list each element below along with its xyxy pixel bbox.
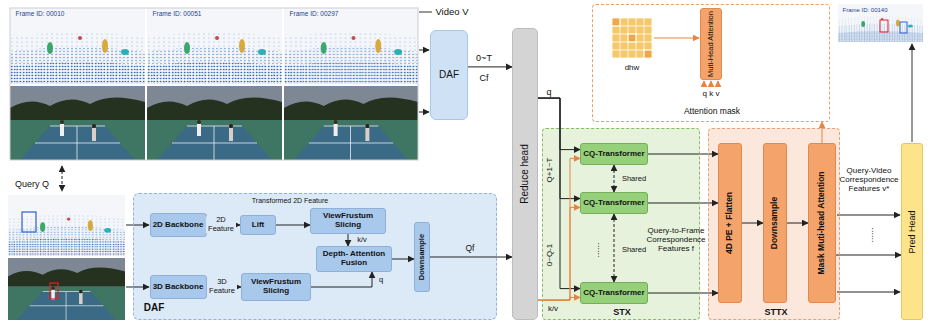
node-text: ViewFrustum Slicing	[311, 212, 385, 230]
connector	[538, 98, 580, 150]
ellipsis: ......	[865, 227, 875, 242]
node-text: DAF	[144, 302, 165, 313]
process-box: ViewFrustum Slicing	[241, 273, 311, 301]
process-box: 2D Backbone	[150, 213, 207, 237]
edge-label: q	[546, 87, 551, 97]
connector	[276, 225, 310, 226]
node-text: CQ-Transformer	[583, 150, 644, 159]
connector	[538, 207, 580, 300]
node-text: Pred Head	[907, 210, 917, 253]
node-text: Reduce head	[519, 144, 530, 204]
edge-label: 3D Feature	[207, 278, 237, 295]
module-group: DAF2D BackboneLiftViewFrustum Slicing3D …	[133, 193, 497, 320]
edge-label: 2D Feature	[206, 216, 236, 233]
connector	[822, 122, 823, 143]
reduce-head: Reduce head	[512, 28, 538, 320]
connector	[836, 255, 901, 256]
node-text: CQ-Transformer	[583, 199, 644, 208]
connector	[538, 98, 580, 289]
module-box: DAF	[430, 30, 468, 120]
signal-label: dhw	[625, 63, 640, 72]
node-text: Downsample	[418, 234, 426, 280]
node-text: Mask Muti-head Attention	[817, 171, 827, 274]
ellipsis: ......	[591, 242, 601, 257]
edge-label: Qf	[466, 244, 475, 254]
edge-label: 0~T	[476, 53, 492, 63]
process-bar: Mask Muti-head Attention	[808, 143, 836, 303]
signal-label: q k v	[703, 89, 720, 98]
edge-label: k/v	[357, 236, 367, 245]
transformer-box: CQ-Transformer	[580, 282, 648, 304]
node-text: 3D Backbone	[153, 283, 204, 292]
connector	[348, 234, 349, 246]
feature-label: Query-to-Frame Correspondence Features f	[644, 226, 708, 254]
module-group: STTX 4D PE + Flatten Downsample Mask Muti-h…	[708, 128, 840, 320]
connector	[392, 259, 414, 260]
node-text: Downsample	[770, 197, 780, 249]
node-text: 4D PE + Flatten	[725, 192, 735, 254]
process-bar: Downsample	[763, 143, 787, 303]
node-text: Muti-Head Attention	[707, 11, 715, 77]
connector	[614, 165, 615, 192]
edge-label: k/v	[548, 304, 558, 313]
connector	[468, 66, 512, 67]
transformer-box: CQ-Transformer	[580, 143, 648, 165]
figure-label: Query Q	[15, 179, 49, 189]
frame-id: Frame ID: 00051	[152, 10, 203, 17]
process-box: Depth- Attention Fusion	[316, 246, 392, 272]
node-text: Attention mask	[684, 107, 740, 117]
module-group: STXCQ-TransformerCQ-TransformerCQ-Transf…	[542, 128, 700, 320]
connector	[614, 214, 615, 282]
frame-id: Frame ID: 00297	[289, 10, 340, 17]
node-text: ViewFrustum Slicing	[242, 278, 310, 296]
frame-id: Frame ID: 00140	[841, 7, 888, 14]
edge-label: q	[379, 276, 383, 285]
connector	[311, 272, 372, 287]
edge-label: Shared	[622, 246, 646, 255]
transformer-box: CQ-Transformer	[580, 192, 648, 214]
node-text: Lift	[252, 221, 264, 230]
signal-label: Cf	[480, 73, 489, 83]
connector	[787, 223, 808, 224]
range-label: Q+1~T	[545, 158, 554, 183]
connector	[430, 257, 512, 258]
node-text: STX	[613, 307, 631, 317]
range-label: 0~Q-1	[545, 244, 554, 266]
edge-label: Shared	[622, 175, 646, 184]
node-text: 2D Backbone	[153, 221, 204, 230]
figure-label: Video V	[435, 7, 468, 18]
attention-box: Muti-Head Attention	[700, 8, 722, 80]
frame-id: Frame ID: 00010	[15, 10, 66, 17]
node-text: DAF	[439, 69, 459, 80]
head-box: Pred Head	[901, 143, 923, 320]
process-box: Lift	[240, 215, 276, 235]
process-box: Downsample	[414, 222, 430, 292]
node-text: STTX	[764, 307, 787, 317]
feature-label: Query-Video Correspondence Features v*	[839, 166, 899, 194]
connector	[538, 158, 580, 300]
connector	[538, 297, 580, 300]
process-box: 3D Backbone	[150, 275, 207, 299]
connector	[538, 98, 580, 199]
connector	[742, 223, 763, 224]
process-box: ViewFrustum Slicing	[310, 208, 386, 234]
node-text: CQ-Transformer	[583, 289, 644, 298]
node-text: Depth- Attention Fusion	[317, 250, 391, 268]
inset-panel: Attention mask Muti-Head Attention	[592, 4, 830, 122]
process-bar: 4D PE + Flatten	[718, 143, 742, 303]
edge-label: Transformed 2D Feature	[252, 197, 328, 205]
